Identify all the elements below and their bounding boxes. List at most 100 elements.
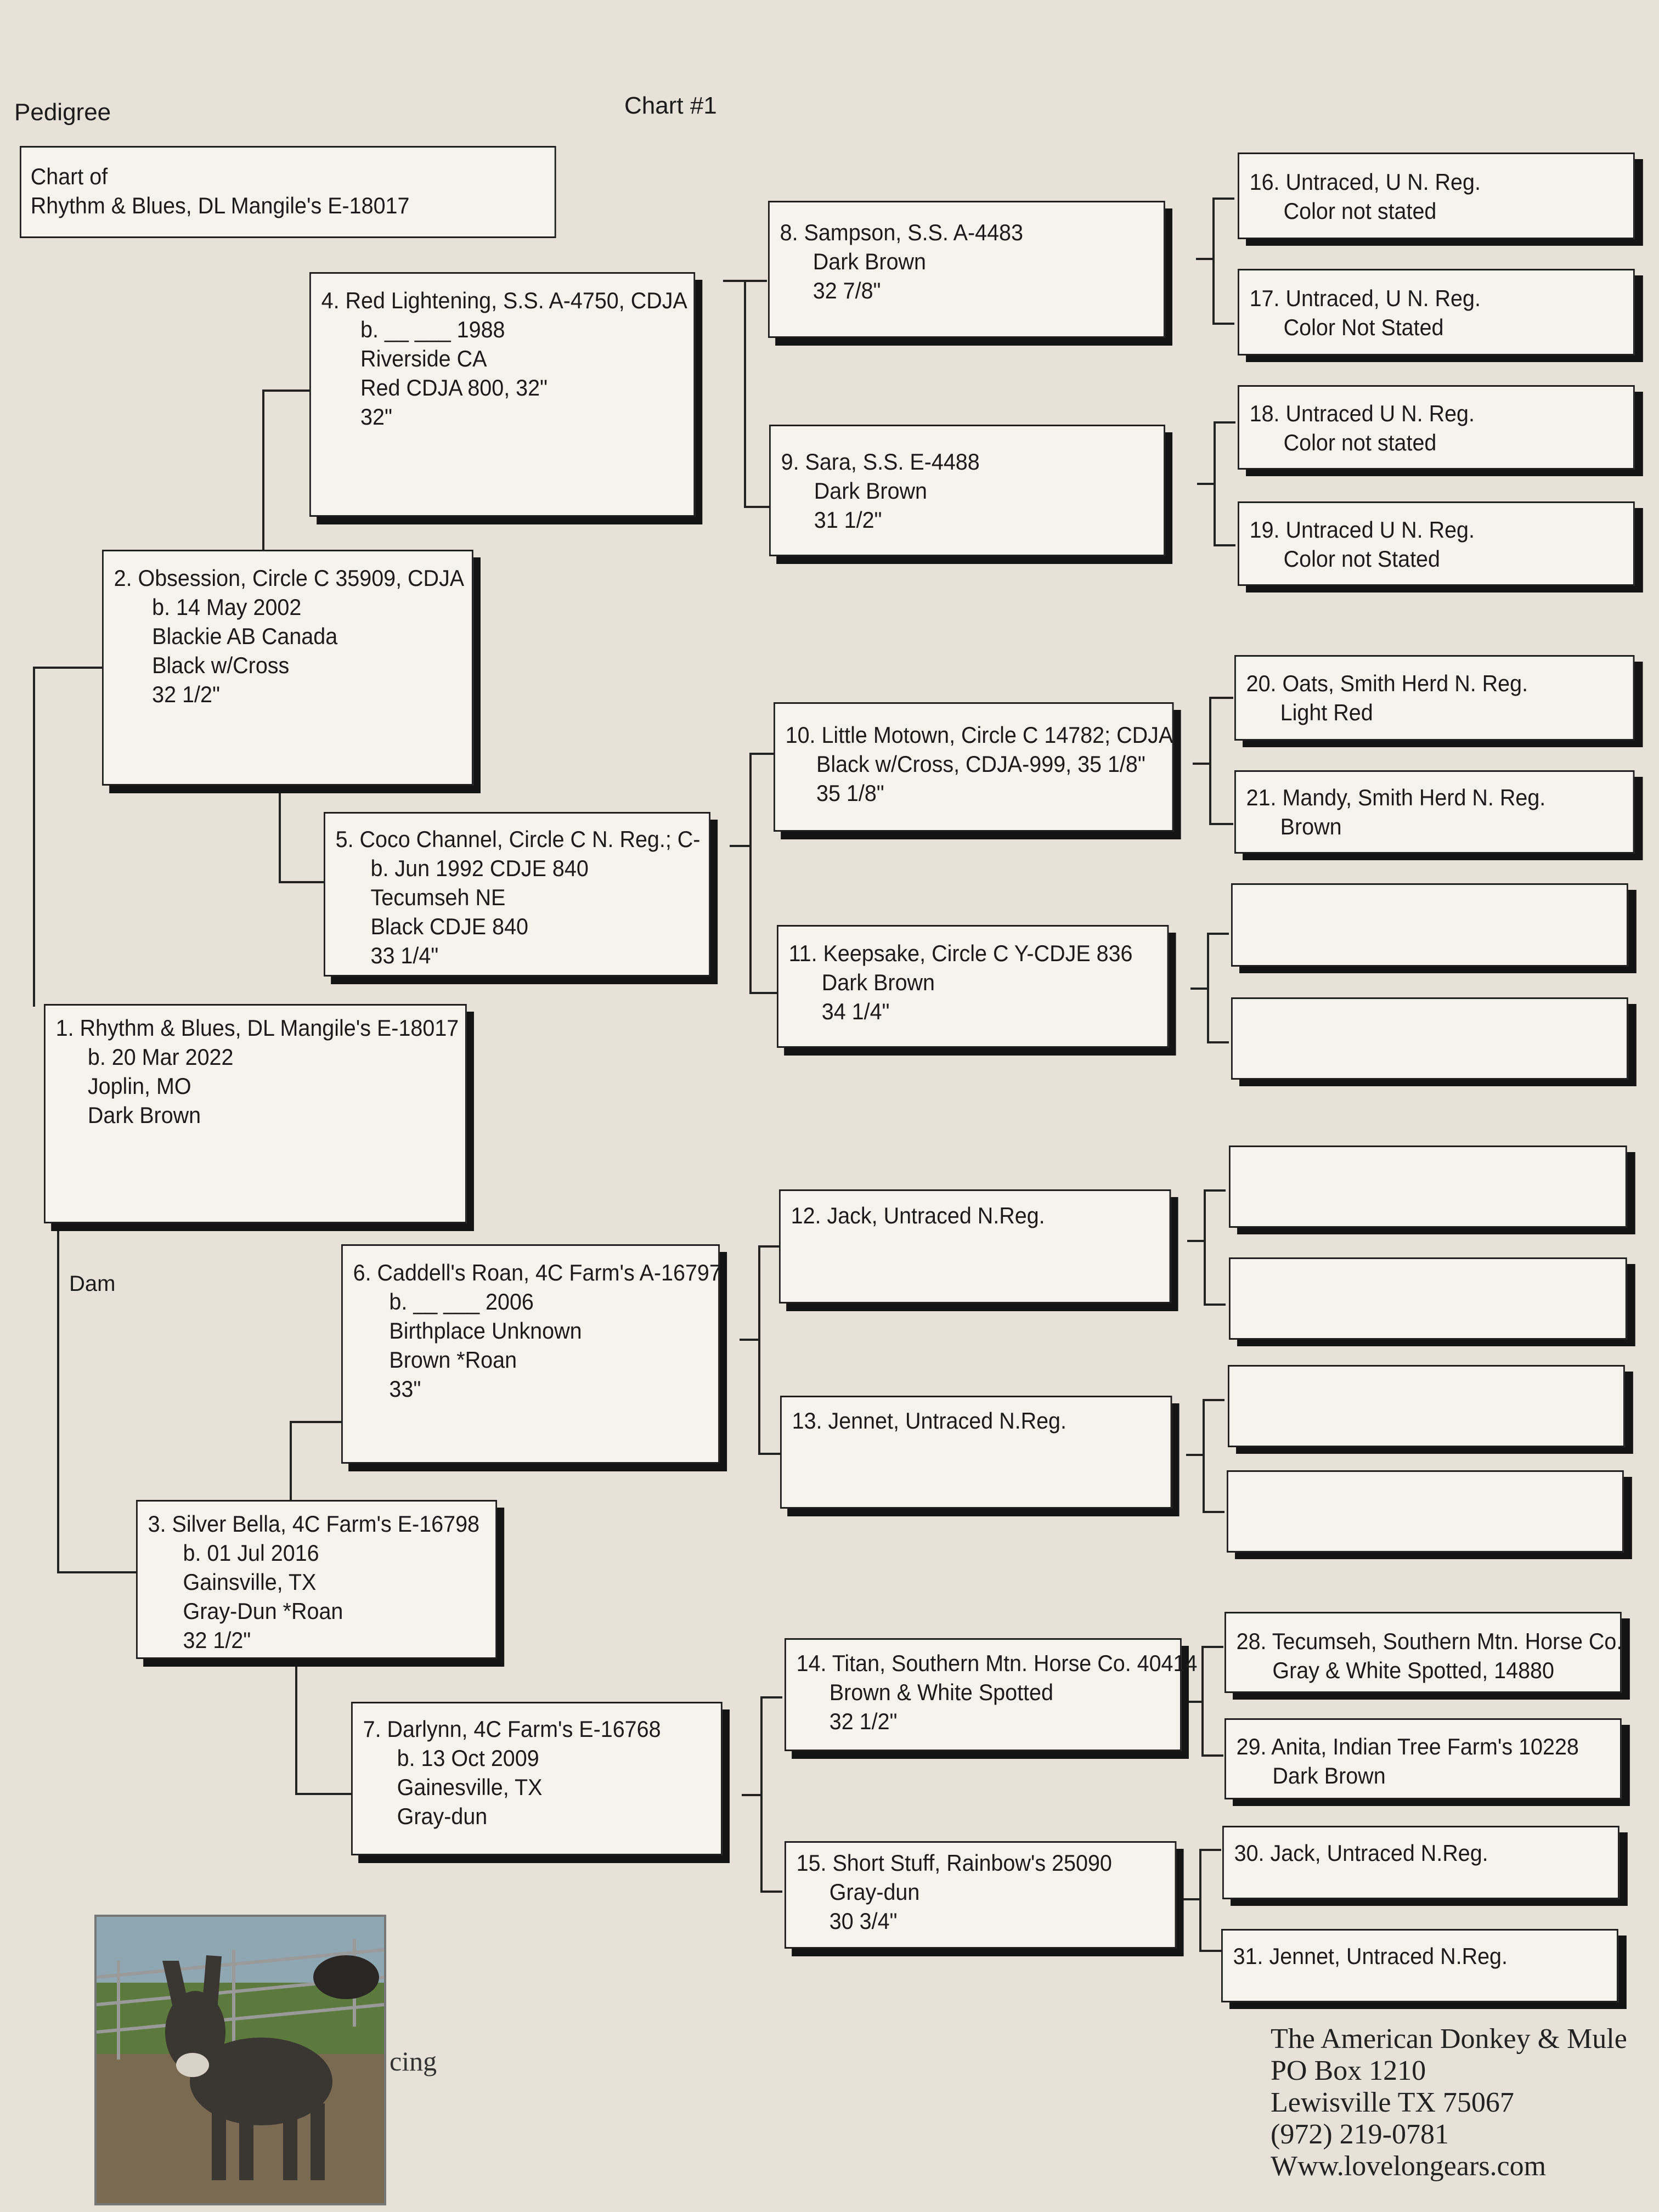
- connector: [1212, 323, 1234, 325]
- chart-of-subject: Rhythm & Blues, DL Mangile's E-18017: [30, 193, 410, 218]
- animal-color: Dark Brown: [821, 969, 935, 995]
- pedigree-label: Pedigree: [14, 99, 111, 126]
- animal-11-box: 11. Keepsake, Circle C Y-CDJE 836 Dark B…: [777, 925, 1169, 1048]
- animal-name: 21. Mandy, Smith Herd N. Reg.: [1246, 785, 1546, 810]
- animal-name: 31. Jennet, Untraced N.Reg.: [1233, 1943, 1508, 1969]
- animal-21-box: 21. Mandy, Smith Herd N. Reg. Brown: [1234, 770, 1635, 854]
- animal-height: 32 7/8": [812, 278, 881, 303]
- connector: [1209, 823, 1233, 825]
- connector: [723, 280, 767, 282]
- connector: [279, 790, 281, 882]
- animal-17-box: 17. Untraced, U N. Reg. Color Not Stated: [1238, 269, 1635, 356]
- connector: [758, 1245, 780, 1248]
- animal-color: Color Not Stated: [1283, 314, 1444, 340]
- connector: [1209, 697, 1233, 699]
- animal-4-box: 4. Red Lightening, S.S. A-4750, CDJA b. …: [309, 272, 696, 517]
- connector: [1197, 483, 1214, 485]
- fence: [96, 1939, 385, 2059]
- animal-name: 5. Coco Channel, Circle C N. Reg.; C-: [335, 826, 701, 852]
- connector: [33, 667, 103, 669]
- animal-3-box: 3. Silver Bella, 4C Farm's E-16798 b. 01…: [136, 1500, 497, 1659]
- animal-6-box: 6. Caddell's Roan, 4C Farm's A-16797 b. …: [341, 1244, 721, 1464]
- connector: [1204, 1189, 1206, 1305]
- animal-2-box: 2. Obsession, Circle C 35909, CDJA b. 14…: [102, 550, 473, 786]
- animal-12-box: 12. Jack, Untraced N.Reg.: [779, 1189, 1171, 1304]
- animal-birthplace: Gainsville, TX: [183, 1569, 317, 1595]
- po-box: PO Box 1210: [1271, 2055, 1426, 2086]
- animal-color: Gray-Dun *Roan: [183, 1598, 343, 1624]
- animal-29-box: 29. Anita, Indian Tree Farm's 10228 Dark…: [1224, 1718, 1622, 1799]
- animal-color: Brown *Roan: [389, 1347, 517, 1373]
- animal-color: Color not stated: [1283, 430, 1437, 455]
- animal-name: 4. Red Lightening, S.S. A-4750, CDJA: [321, 287, 687, 313]
- animal-height: 31 1/2": [814, 507, 882, 533]
- connector: [1204, 1304, 1226, 1306]
- animal-height: 32 1/2": [829, 1708, 898, 1734]
- animal-14-box: 14. Titan, Southern Mtn. Horse Co. 40414…: [785, 1638, 1197, 1751]
- connector: [57, 1571, 139, 1573]
- connector: [295, 1657, 297, 1794]
- empty-ancestor-box: [1227, 1470, 1624, 1553]
- animal-8-box: 8. Sampson, S.S. A-4483 Dark Brown 32 7/…: [768, 201, 1165, 338]
- empty-ancestor-box: [1231, 997, 1628, 1080]
- dam-label: Dam: [69, 1272, 116, 1296]
- animal-7-box: 7. Darlynn, 4C Farm's E-16768 b. 13 Oct …: [351, 1702, 723, 1855]
- connector: [1203, 1511, 1224, 1513]
- animal-5-box: 5. Coco Channel, Circle C N. Reg.; C- b.…: [324, 812, 710, 977]
- animal-15-box: 15. Short Stuff, Rainbow's 25090 Gray-du…: [785, 1841, 1177, 1949]
- connector: [1186, 1454, 1203, 1456]
- animal-birth: b. 14 May 2002: [152, 594, 302, 620]
- chart-of-box: Chart of Rhythm & Blues, DL Mangile's E-…: [20, 146, 556, 238]
- connector: [1209, 697, 1211, 824]
- animal-name: 11. Keepsake, Circle C Y-CDJE 836: [788, 940, 1133, 966]
- connector: [279, 881, 325, 883]
- donkey-image: [96, 1917, 385, 2203]
- animal-color: Gray-dun: [397, 1803, 488, 1829]
- empty-ancestor-box: [1229, 1146, 1627, 1228]
- animal-name: 6. Caddell's Roan, 4C Farm's A-16797: [353, 1260, 721, 1285]
- animal-color: Brown: [1280, 814, 1342, 839]
- animal-color: Brown & White Spotted: [829, 1679, 1053, 1705]
- connector: [33, 667, 35, 1007]
- connector: [758, 1453, 780, 1455]
- connector: [1196, 258, 1212, 260]
- animal-birthplace: Riverside CA: [360, 346, 487, 371]
- animal-name: 13. Jennet, Untraced N.Reg.: [792, 1408, 1066, 1434]
- connector: [744, 280, 746, 507]
- connector: [1199, 1849, 1201, 1951]
- website-link[interactable]: Www.lovelongears.com: [1271, 2151, 1547, 2182]
- connector: [742, 1794, 760, 1796]
- animal-color: Gray-dun: [829, 1879, 920, 1905]
- connector: [749, 753, 752, 993]
- connector: [1212, 198, 1215, 324]
- animal-13-box: 13. Jennet, Untraced N.Reg.: [780, 1396, 1172, 1509]
- connector: [295, 1793, 352, 1795]
- animal-name: 2. Obsession, Circle C 35909, CDJA: [114, 565, 465, 591]
- connector: [740, 1339, 758, 1341]
- connector: [1207, 1041, 1229, 1043]
- connector: [1199, 1849, 1221, 1851]
- animal-name: 9. Sara, S.S. E-4488: [781, 449, 980, 475]
- animal-28-box: 28. Tecumseh, Southern Mtn. Horse Co. Gr…: [1224, 1612, 1622, 1693]
- animal-height: 33 1/4": [370, 943, 439, 968]
- chart-of-label: Chart of: [30, 163, 108, 189]
- connector: [1193, 763, 1209, 765]
- animal-height: 34 1/4": [821, 998, 890, 1024]
- animal-birthplace: Birthplace Unknown: [389, 1318, 582, 1344]
- animal-color: Color not Stated: [1283, 546, 1440, 572]
- animal-color: Dark Brown: [1272, 1763, 1386, 1788]
- connector: [1214, 544, 1235, 546]
- connector: [749, 992, 777, 994]
- animal-color: Black CDJE 840: [370, 913, 528, 939]
- connector: [1203, 1399, 1205, 1512]
- animal-height: 32 1/2": [183, 1627, 251, 1653]
- animal-birthplace: Blackie AB Canada: [152, 623, 338, 649]
- animal-name: 3. Silver Bella, 4C Farm's E-16798: [148, 1511, 479, 1537]
- connector: [758, 1245, 760, 1454]
- connector: [290, 1421, 342, 1423]
- animal-birth: b. 20 Mar 2022: [87, 1044, 234, 1070]
- organization-address: The American Donkey & Mule PO Box 1210 L…: [1271, 2023, 1627, 2182]
- animal-height: 32 1/2": [152, 681, 220, 707]
- animal-color: Black w/Cross: [152, 652, 290, 678]
- animal-color: Color not stated: [1283, 198, 1437, 224]
